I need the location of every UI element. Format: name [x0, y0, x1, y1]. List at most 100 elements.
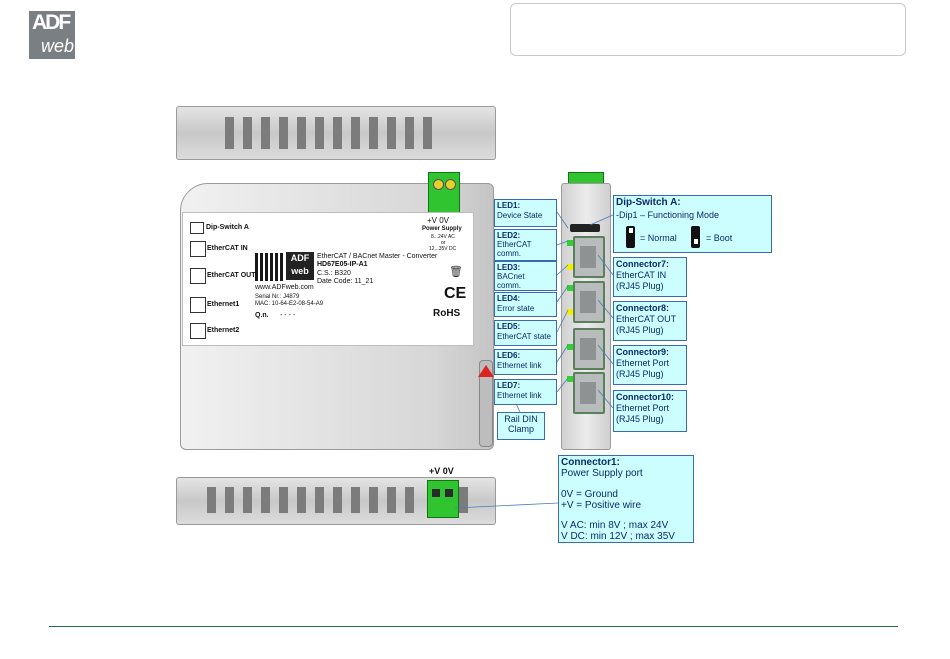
label-rohs: RoHS — [433, 308, 461, 319]
din-clamp-front — [479, 360, 493, 447]
ethercat-in-port-icon — [190, 241, 206, 257]
device-label: Dip-Switch A EtherCAT IN EtherCAT OUT Et… — [182, 212, 474, 346]
callout-led4: LED4: Error state — [494, 292, 557, 317]
label-power-supply: Power Supply — [422, 226, 462, 232]
conn1-line3: +V = Positive wire — [561, 500, 642, 511]
label-cs: C.S.: B320 — [317, 270, 351, 277]
led3-text2: comm. — [497, 281, 521, 290]
led2-title: LED2: — [497, 231, 521, 240]
label-qn-value: - - - - — [280, 312, 296, 319]
label-ethernet1: Ethernet1 — [207, 301, 240, 308]
conn10-line2: (RJ45 Plug) — [616, 414, 664, 424]
label-website: www.ADFweb.com — [255, 284, 314, 291]
led7-title: LED7: — [497, 381, 521, 390]
conn10-line1: Ethernet Port — [616, 403, 670, 413]
callout-connector9: Connector9: Ethernet Port (RJ45 Plug) — [613, 345, 687, 385]
led3-indicator — [567, 264, 573, 270]
callout-rail-din-clamp: Rail DIN Clamp — [497, 412, 545, 440]
conn1-line2: 0V = Ground — [561, 489, 618, 500]
ethercat-out-port-icon — [190, 268, 206, 284]
led4-title: LED4: — [497, 294, 521, 303]
led4-text: Error state — [497, 304, 535, 313]
conn1-title: Connector1: — [561, 457, 620, 468]
label-serial: Serial Nr.: J4879 — [255, 294, 300, 300]
callout-led7: LED7: Ethernet link — [494, 379, 557, 405]
led3-text1: BACnet — [497, 272, 525, 281]
led6-title: LED6: — [497, 351, 521, 360]
ethernet2-port-icon — [190, 323, 206, 339]
label-supply-ac: 8...24V AC — [431, 234, 455, 240]
callout-connector8: Connector8: EtherCAT OUT (RJ45 Plug) — [613, 301, 687, 341]
label-date-code: Date Code: 11_21 — [317, 278, 374, 285]
led4-indicator — [567, 285, 573, 291]
label-dip-switch: Dip-Switch A — [206, 224, 249, 231]
conn8-line1: EtherCAT OUT — [616, 314, 677, 324]
conn1-line4: V AC: min 8V ; max 24V — [561, 520, 669, 531]
conn7-title: Connector7: — [616, 259, 670, 269]
conn1-line5: V DC: min 12V ; max 35V — [561, 531, 675, 542]
led5-text: EtherCAT state — [497, 332, 551, 341]
conn10-title: Connector10: — [616, 392, 675, 402]
label-product-desc: EtherCAT / BACnet Master - Converter — [317, 253, 438, 260]
rj45-connector10 — [573, 372, 605, 414]
callout-led6: LED6: Ethernet link — [494, 349, 557, 375]
led2-text1: EtherCAT — [497, 240, 532, 249]
conn8-line2: (RJ45 Plug) — [616, 325, 664, 335]
rj45-connector9 — [573, 328, 605, 370]
power-terminal-top — [428, 172, 460, 214]
rj45-connector8 — [573, 281, 605, 323]
led1-title: LED1: — [497, 201, 521, 210]
dip-normal-icon — [626, 226, 635, 248]
conn9-line2: (RJ45 Plug) — [616, 369, 664, 379]
led1-text: Device State — [497, 211, 543, 220]
label-ethercat-out: EtherCAT OUT — [207, 272, 256, 279]
callout-connector7: Connector7: EtherCAT IN (RJ45 Plug) — [613, 257, 687, 297]
bottom-terminal-label: +V 0V — [429, 466, 454, 476]
dip-title: Dip-Switch A: — [616, 197, 681, 208]
dip-boot-icon — [691, 226, 700, 248]
label-ethercat-in: EtherCAT IN — [207, 245, 248, 252]
label-ethernet2: Ethernet2 — [207, 327, 240, 334]
led3-title: LED3: — [497, 263, 521, 272]
label-mac: MAC: 10-64-E2-08-54-A9 — [255, 301, 324, 307]
footer-divider — [49, 626, 898, 627]
callout-led1: LED1: Device State — [494, 199, 557, 227]
led2-text2: comm. — [497, 249, 521, 258]
callout-dip-switch: Dip-Switch A: -Dip1 – Functioning Mode =… — [613, 195, 772, 253]
conn7-line2: (RJ45 Plug) — [616, 281, 664, 291]
conn9-line1: Ethernet Port — [616, 358, 670, 368]
conn1-line1: Power Supply port — [561, 468, 643, 479]
dip-switch-icon — [190, 222, 204, 234]
clamp-arrow — [478, 365, 494, 377]
weee-bin-icon: 🗑 — [449, 266, 463, 278]
led6-indicator — [567, 344, 573, 350]
top-din-rail — [176, 106, 496, 160]
rail-line2: Clamp — [507, 424, 534, 434]
conn7-line1: EtherCAT IN — [616, 270, 667, 280]
conn9-title: Connector9: — [616, 347, 670, 357]
led2-indicator — [567, 240, 573, 246]
label-ce: CE — [444, 285, 467, 302]
callout-connector1: Connector1: Power Supply port 0V = Groun… — [558, 455, 694, 543]
callout-led2: LED2: EtherCAT comm. — [494, 229, 557, 261]
ethernet1-port-icon — [190, 297, 206, 313]
rail-line1: Rail DIN — [504, 414, 538, 424]
label-qn: Q.n. — [255, 312, 269, 319]
dip-text: -Dip1 – Functioning Mode — [616, 210, 720, 220]
led7-text: Ethernet link — [497, 391, 542, 400]
dip-normal-label: = Normal — [640, 233, 677, 243]
label-supply-or: or — [441, 240, 446, 246]
label-product-code: HD67E05-IP-A1 — [317, 261, 368, 268]
power-terminal-bottom — [427, 480, 459, 518]
led6-text: Ethernet link — [497, 361, 542, 370]
callout-led3: LED3: BACnet comm. — [494, 261, 557, 291]
led5-indicator — [567, 309, 573, 315]
callout-connector10: Connector10: Ethernet Port (RJ45 Plug) — [613, 390, 687, 432]
label-supply-v: +V 0V — [427, 216, 450, 225]
dip-boot-label: = Boot — [706, 233, 733, 243]
side-dip-switch — [570, 224, 600, 232]
adfweb-logo: ADF web — [29, 11, 75, 59]
label-supply-dc: 12...35V DC — [429, 246, 457, 252]
